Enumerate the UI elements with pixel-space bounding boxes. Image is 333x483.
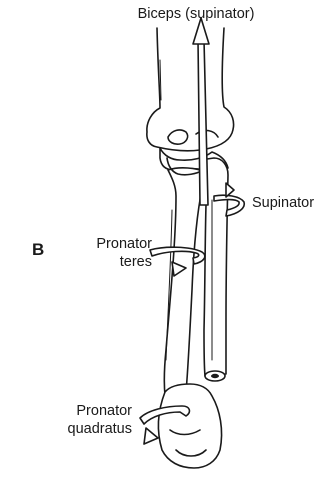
- pronator-teres-label-line1: Pronator: [70, 236, 152, 253]
- pronator-quadratus-label-line1: Pronator: [50, 403, 132, 420]
- pronator-quadratus-label-line2: quadratus: [44, 421, 132, 438]
- panel-label: B: [32, 241, 44, 258]
- humerus-bone: [147, 28, 234, 151]
- supinator-label: Supinator: [252, 195, 314, 212]
- biceps-label: Biceps (supinator): [112, 6, 280, 23]
- pronator-teres-label-line2: teres: [70, 254, 152, 271]
